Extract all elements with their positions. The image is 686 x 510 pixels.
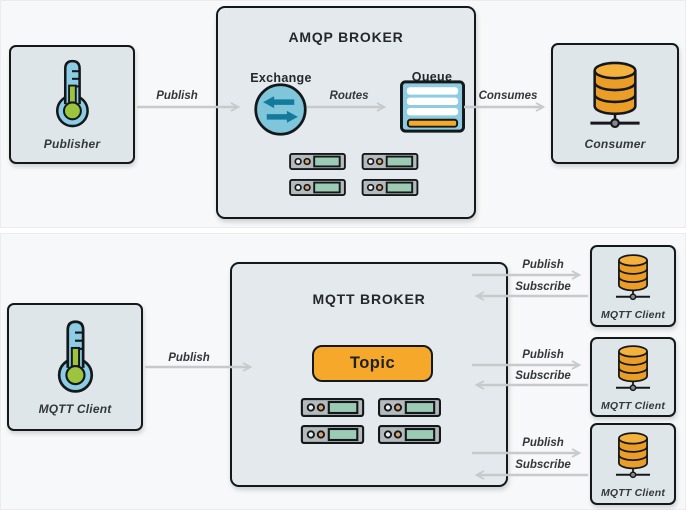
publish-arrow-label-1: Publish (522, 259, 564, 271)
publish-arrow-label: Publish (156, 90, 198, 102)
mqtt-client-node-2: MQTT Client (590, 337, 676, 417)
server-rack-icon (300, 425, 365, 444)
server-rack-icon (289, 179, 346, 196)
publish-arrow-label-3: Publish (522, 437, 564, 449)
queue-icon (400, 80, 465, 133)
routes-arrow-label: Routes (329, 90, 369, 102)
server-rack-icon (360, 153, 420, 170)
server-rack-icon (360, 179, 420, 196)
mqtt-client-label: MQTT Client (600, 400, 666, 412)
exchange-label: Exchange (250, 71, 312, 85)
thermometer-icon (45, 58, 99, 130)
exchange-icon (253, 82, 308, 137)
mqtt-broker-box: MQTT BROKER Topic (230, 262, 508, 487)
server-rack-icon (289, 153, 346, 170)
mqtt-client-label: MQTT Client (600, 487, 666, 499)
thermometer-icon (46, 319, 104, 395)
publisher-node: Publisher (9, 45, 135, 164)
server-rack-icon (378, 398, 441, 417)
server-rack-icon (378, 425, 441, 444)
topic-pill: Topic (312, 345, 433, 382)
publisher-label: Publisher (43, 137, 101, 151)
consumer-label: Consumer (584, 136, 646, 151)
database-icon (578, 57, 652, 135)
mqtt-client-label: MQTT Client (600, 309, 666, 321)
database-icon (608, 429, 658, 483)
subscribe-arrow-label-3: Subscribe (515, 459, 571, 471)
mqtt-client-node-3: MQTT Client (590, 423, 676, 505)
database-icon (608, 251, 658, 305)
database-icon (608, 342, 658, 396)
consumes-arrow-label: Consumes (478, 90, 538, 102)
mqtt-client-left-label: MQTT Client (38, 401, 112, 416)
mqtt-broker-title: MQTT BROKER (312, 291, 426, 307)
mqtt-client-left-node: MQTT Client (7, 303, 143, 431)
consumer-node: Consumer (551, 43, 679, 164)
amqp-broker-box: AMQP BROKER Exchange Queue (216, 6, 476, 219)
subscribe-arrow-label-2: Subscribe (515, 370, 571, 382)
publish-arrow-label-2: Publish (522, 349, 564, 361)
publish-left-arrow-label: Publish (168, 352, 210, 364)
mqtt-client-node-1: MQTT Client (590, 245, 676, 327)
server-rack-icon (300, 398, 365, 417)
amqp-broker-title: AMQP BROKER (288, 29, 404, 45)
subscribe-arrow-label-1: Subscribe (515, 281, 571, 293)
